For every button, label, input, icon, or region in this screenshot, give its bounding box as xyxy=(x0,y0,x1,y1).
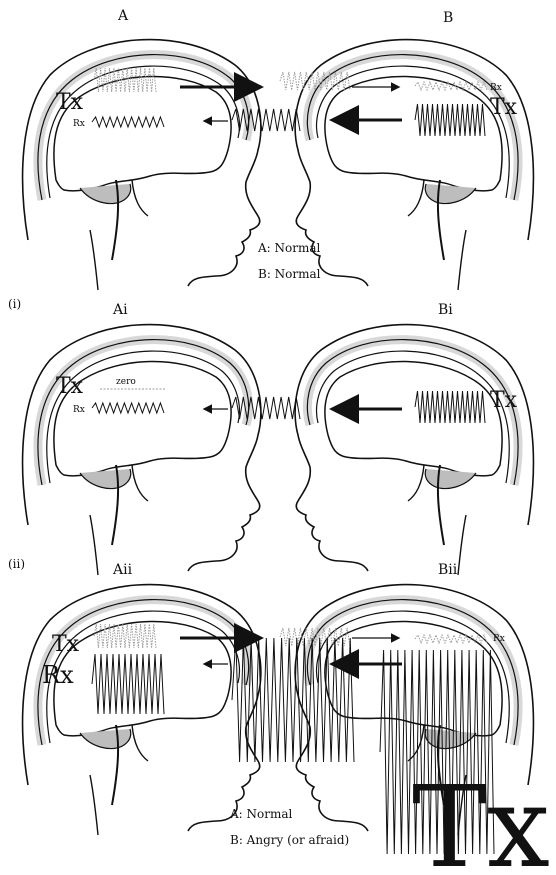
section-label-ii: (ii) xyxy=(8,557,25,571)
neck-line xyxy=(90,515,98,575)
top-left-tx-label: Tx xyxy=(56,90,84,115)
jaw-inner-line xyxy=(132,725,148,761)
neck-line xyxy=(90,775,98,835)
neck-line xyxy=(458,515,466,575)
ii-left-tx-wave xyxy=(94,624,156,648)
head-left-row2 xyxy=(23,585,261,835)
ii-mid-outgoing-wave xyxy=(232,638,354,762)
top-right-rx-label: Rx xyxy=(490,83,502,93)
head-right-row1 xyxy=(295,325,533,575)
cerebellum xyxy=(80,469,131,489)
i-right-tx-label: Tx xyxy=(490,388,518,413)
ii-left-rx-wave xyxy=(92,654,164,714)
top-caption-b: B: Normal xyxy=(258,267,321,281)
top-left-rx-wave xyxy=(92,117,164,127)
head-left-row1 xyxy=(23,325,261,575)
panel-top-label-b: B xyxy=(443,10,453,26)
panel-ii-label-b: Bii xyxy=(438,562,458,578)
top-right-tx-label: Tx xyxy=(490,95,518,120)
panel-i-label-a: Ai xyxy=(112,302,128,318)
ii-big-tx-label: Tx xyxy=(412,763,550,875)
top-right-rx-wave xyxy=(415,82,487,90)
i-left-rx-wave xyxy=(92,403,164,413)
jaw-inner-line xyxy=(132,180,148,216)
jaw-inner-line xyxy=(408,180,424,216)
heads-layer xyxy=(23,40,534,835)
panel-top-label-a: A xyxy=(117,8,129,24)
cerebellum xyxy=(425,184,476,204)
top-caption-a: A: Normal xyxy=(257,241,321,255)
i-left-zero-label: zero xyxy=(116,377,136,387)
ii-caption-b: B: Angry (or afraid) xyxy=(230,833,349,847)
ii-right-rx-label: Rx xyxy=(493,634,505,644)
panel-ii-label-a: Aii xyxy=(112,562,133,578)
ii-caption-a: A: Normal xyxy=(229,807,293,821)
top-right-tx-wave xyxy=(415,104,485,136)
cerebellum xyxy=(80,729,131,749)
jaw-inner-line xyxy=(132,465,148,501)
neck-line xyxy=(458,230,466,290)
ii-left-tx-label: Tx xyxy=(52,632,80,657)
i-left-tx-label: Tx xyxy=(56,374,84,399)
section-label-i: (i) xyxy=(8,297,21,311)
jaw-inner-line xyxy=(408,465,424,501)
cerebellum xyxy=(425,469,476,489)
i-left-rx-label: Rx xyxy=(73,405,85,415)
i-mid-outgoing-wave xyxy=(232,397,300,419)
ii-left-rx-label: Rx xyxy=(42,661,74,689)
cerebellum xyxy=(425,729,476,749)
neck-line xyxy=(90,230,98,290)
panel-i-label-b: Bi xyxy=(438,302,453,318)
i-right-tx-wave xyxy=(415,391,485,423)
top-left-rx-label: Rx xyxy=(73,119,85,129)
cerebellum xyxy=(80,184,131,204)
top-mid-outgoing-wave xyxy=(232,109,300,131)
top-left-tx-wave xyxy=(94,68,156,92)
